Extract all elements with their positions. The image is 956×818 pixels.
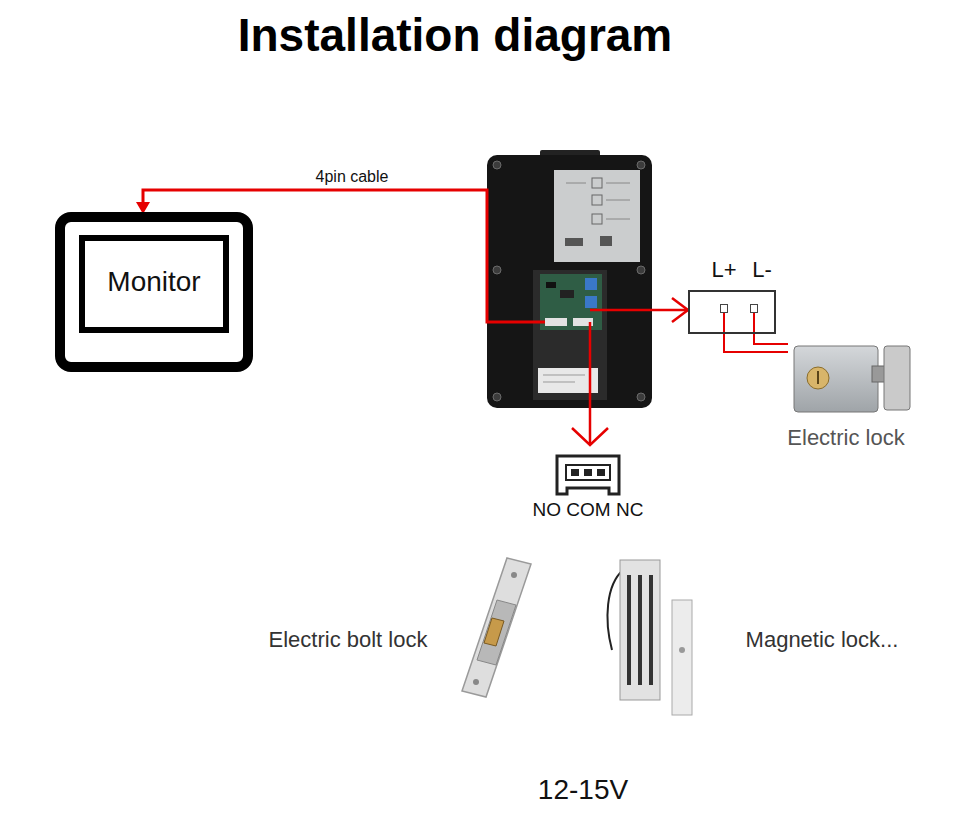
terminal-pin xyxy=(750,304,758,313)
terminal-pin xyxy=(720,304,728,313)
title: Installation diagram xyxy=(238,10,673,61)
terminal-node: L+ L- xyxy=(684,258,780,334)
text-label: 12-15V xyxy=(538,775,628,806)
magnetic-lock-illustration xyxy=(607,560,692,715)
bolt-lock-illustration xyxy=(462,558,531,697)
relay-connector-symbol xyxy=(530,452,646,498)
arrow-line xyxy=(590,309,688,312)
monitor-screen: Monitor xyxy=(79,235,229,333)
wire-connector xyxy=(724,334,788,352)
wire-stub xyxy=(723,313,725,332)
wire-stub xyxy=(753,313,755,332)
monitor-node: Monitor xyxy=(55,212,253,372)
terminal-box xyxy=(688,290,776,334)
arrow-line xyxy=(589,322,592,444)
text-label: Electric bolt lock xyxy=(269,628,428,652)
node-label: Electric lock xyxy=(787,426,904,450)
arrow-head xyxy=(572,428,608,445)
connector-node: NO COM NC xyxy=(530,452,646,522)
text-label: Magnetic lock... xyxy=(746,628,899,652)
door-station xyxy=(487,150,652,408)
node-label: Monitor xyxy=(107,267,200,298)
terminal-label: L+ xyxy=(711,258,736,282)
wire-connector xyxy=(754,334,788,344)
electric-lock-illustration xyxy=(788,338,914,422)
text-label: 4pin cable xyxy=(316,168,389,186)
node-label: NO COM NC xyxy=(533,500,644,521)
arrow-head xyxy=(672,298,688,322)
terminal-label: L- xyxy=(752,258,772,282)
lock-node: Electric lock xyxy=(788,338,914,454)
